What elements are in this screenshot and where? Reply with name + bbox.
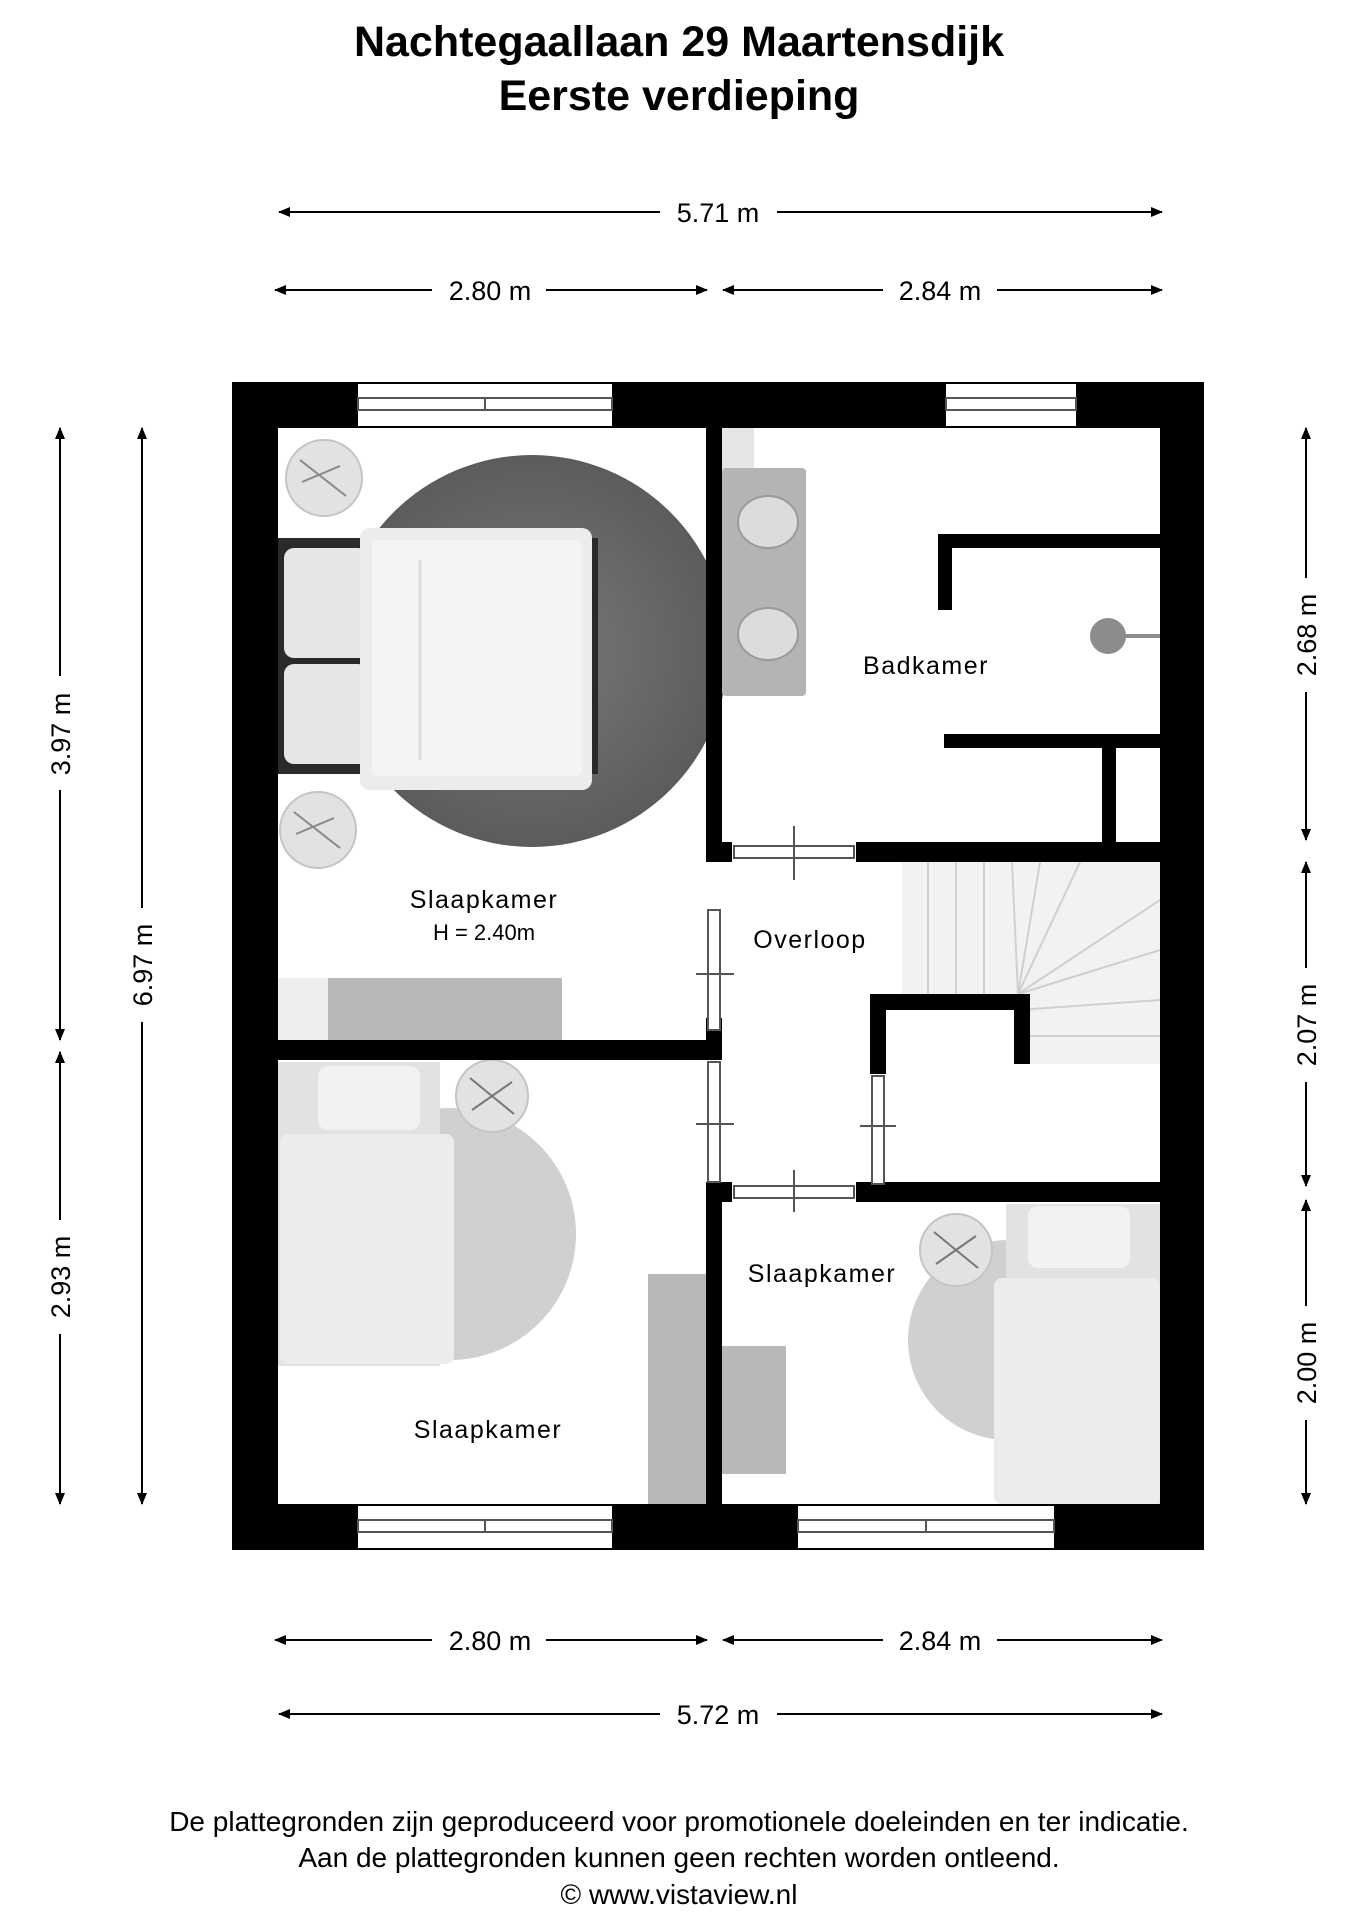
dimension-right-middle-label: 2.07 m [1292, 984, 1322, 1067]
room-label-master-height: H = 2.40m [433, 920, 535, 945]
window-top-left [357, 384, 613, 426]
dimension-top-left-label: 2.80 m [449, 276, 532, 306]
dimension-left-lower-label: 2.93 m [46, 1236, 76, 1319]
left-bedroom-wardrobe [648, 1274, 706, 1506]
master-bed [278, 528, 598, 790]
window-top-right [945, 384, 1077, 426]
dimension-top-right-label: 2.84 m [899, 276, 982, 306]
dimension-top-total-label: 5.71 m [677, 198, 760, 228]
right-bedroom-lamp [919, 1213, 993, 1287]
dimension-left-total-label: 6.97 m [128, 924, 158, 1007]
left-bedroom-lamp [455, 1059, 529, 1133]
dimension-left-total: 6.97 m [128, 427, 158, 1505]
staircase [902, 861, 1161, 1064]
nightstand-lamp-bottom [279, 791, 357, 869]
plan-floor-title: Eerste verdieping [498, 72, 860, 120]
room-label-landing: Overloop [753, 926, 866, 954]
right-bedroom-desk [722, 1346, 786, 1474]
dimension-right-upper: 2.68 m [1292, 427, 1322, 841]
door-storage [860, 1075, 896, 1185]
room-label-left-bedroom: Slaapkamer [414, 1416, 562, 1444]
right-bedroom-bed [994, 1204, 1160, 1504]
dimension-left-upper-label: 3.97 m [46, 693, 76, 776]
master-wardrobe [278, 978, 562, 1040]
window-bottom-left [357, 1506, 613, 1548]
room-label-bathroom: Badkamer [863, 652, 989, 680]
dimension-right-middle: 2.07 m [1292, 861, 1322, 1187]
shower-head [1090, 618, 1160, 654]
nightstand-lamp-top [285, 439, 363, 517]
dimension-bottom-total-label: 5.72 m [677, 1700, 760, 1730]
dimension-left-upper: 3.97 m [46, 427, 76, 1041]
dimension-bottom-total: 5.72 m [278, 1700, 1163, 1730]
dimension-bottom-right: 2.84 m [722, 1626, 1163, 1656]
dimension-right-lower-label: 2.00 m [1292, 1322, 1322, 1405]
door-master-bedroom [696, 909, 734, 1031]
disclaimer-line-1: De plattegronden zijn geproduceerd voor … [169, 1806, 1189, 1837]
dimension-right-upper-label: 2.68 m [1292, 594, 1322, 677]
dimension-bottom-left: 2.80 m [274, 1626, 708, 1656]
door-left-bedroom [696, 1061, 734, 1183]
window-bottom-right [797, 1506, 1055, 1548]
room-label-master-bedroom: Slaapkamer [410, 886, 558, 914]
door-right-bedroom [733, 1170, 855, 1212]
left-bedroom-bed [278, 1062, 454, 1366]
dimension-bottom-left-label: 2.80 m [449, 1626, 532, 1656]
dimension-bottom-right-label: 2.84 m [899, 1626, 982, 1656]
room-label-right-bedroom: Slaapkamer [748, 1260, 896, 1288]
dimension-right-lower: 2.00 m [1292, 1199, 1322, 1505]
dimension-top-left: 2.80 m [274, 276, 708, 306]
bathroom-double-sink [722, 428, 806, 696]
disclaimer-line-2: Aan de plattegronden kunnen geen rechten… [298, 1842, 1060, 1873]
dimension-top-total: 5.71 m [278, 198, 1163, 228]
plan-address-title: Nachtegaallaan 29 Maartensdijk [353, 18, 1005, 66]
copyright-line: © www.vistaview.nl [560, 1879, 798, 1910]
dimension-left-lower: 2.93 m [46, 1051, 76, 1505]
door-bathroom [733, 826, 855, 880]
dimension-top-right: 2.84 m [722, 276, 1163, 306]
